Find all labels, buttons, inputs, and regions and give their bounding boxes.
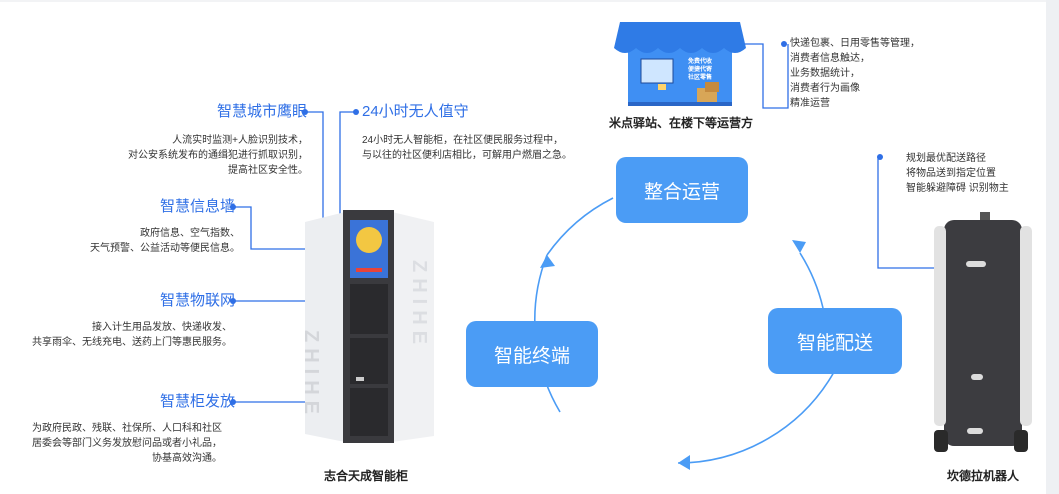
- store-bullet-1: 快递包裹、日用零售等管理，: [790, 38, 920, 49]
- cabinet-illustration: [305, 210, 434, 443]
- store-bullet-5: 精准运营: [790, 98, 830, 109]
- cabinet-brand-right: ZHIHE: [408, 260, 430, 350]
- dot-robot: [877, 154, 883, 160]
- feature-desc-iot-2: 共享雨伞、无线充电、送药上门等惠民服务。: [32, 337, 232, 348]
- feature-desc-24h-2: 与以往的社区便利店相比，可解用户燃眉之急。: [362, 150, 572, 161]
- dot-24h: [353, 109, 359, 115]
- feature-desc-iot-1: 接入计生用品发放、快递收发、: [92, 322, 232, 333]
- store-sign: 免费代收 便捷代寄 社区零售: [678, 58, 722, 82]
- robot-bullet-1: 规划最优配送路径: [906, 153, 986, 164]
- top-divider: [0, 0, 1046, 2]
- feature-title-city-eye: 智慧城市鹰眼: [216, 103, 307, 120]
- robot-bullet-3: 智能躲避障碍 识别物主: [906, 183, 1009, 194]
- feature-title-24h: 24小时无人值守: [362, 103, 469, 120]
- feature-desc-city-eye-2: 对公安系统发布的通缉犯进行抓取识别，: [128, 150, 308, 161]
- robot-bullet-2: 将物品送到指定位置: [906, 168, 996, 179]
- feature-title-cabinet-dist: 智慧柜发放: [159, 393, 235, 410]
- feature-desc-info-wall-1: 政府信息、空气指数、: [140, 228, 240, 239]
- store-bullet-2: 消费者信息触达，: [790, 53, 870, 64]
- cycle-arrowheads: [540, 240, 806, 470]
- store-illustration: [614, 22, 746, 106]
- feature-desc-cabinet-dist-2: 居委会等部门义务发放慰问品或者小礼品，: [32, 438, 222, 449]
- robot-caption: 坎德拉机器人: [947, 469, 1020, 483]
- feature-title-iot: 智慧物联网: [159, 292, 235, 309]
- feature-title-info-wall: 智慧信息墙: [159, 198, 235, 215]
- feature-desc-city-eye-1: 人流实时监测+人脸识别技术，: [172, 135, 308, 146]
- cabinet-caption: 志合天成智能柜: [324, 469, 409, 483]
- store-sign-line-2: 便捷代寄: [687, 67, 712, 73]
- store-bullet-4: 消费者行为画像: [790, 83, 860, 94]
- feature-desc-info-wall-2: 天气预警、公益活动等便民信息。: [90, 243, 240, 254]
- store-sign-line-3: 社区零售: [687, 75, 712, 81]
- dot-iot: [230, 298, 236, 304]
- store-caption: 米点驿站、在楼下等运营方: [609, 116, 754, 130]
- store-bullet-3: 业务数据统计，: [790, 68, 860, 79]
- dot-store: [781, 41, 787, 47]
- dot-city-eye: [302, 109, 308, 115]
- feature-desc-24h-1: 24小时无人智能柜，在社区便民服务过程中，: [362, 135, 564, 146]
- feature-desc-cabinet-dist-1: 为政府民政、残联、社保所、人口科和社区: [32, 423, 222, 434]
- dot-cabinet-dist: [230, 399, 236, 405]
- feature-desc-city-eye-3: 提高社区安全性。: [228, 165, 308, 176]
- store-sign-line-1: 免费代收: [687, 59, 712, 65]
- feature-desc-cabinet-dist-3: 协基高效沟通。: [152, 453, 222, 464]
- cycle-box-smart-terminal: 智能终端: [466, 321, 598, 387]
- scroll-gutter: [1046, 0, 1059, 494]
- cycle-box-integrated-ops: 整合运营: [616, 157, 748, 223]
- cabinet-brand: ZHIHE: [300, 330, 322, 420]
- dot-info-wall: [230, 204, 236, 210]
- cycle-box-smart-delivery: 智能配送: [768, 308, 902, 374]
- robot-illustration: [934, 212, 1032, 452]
